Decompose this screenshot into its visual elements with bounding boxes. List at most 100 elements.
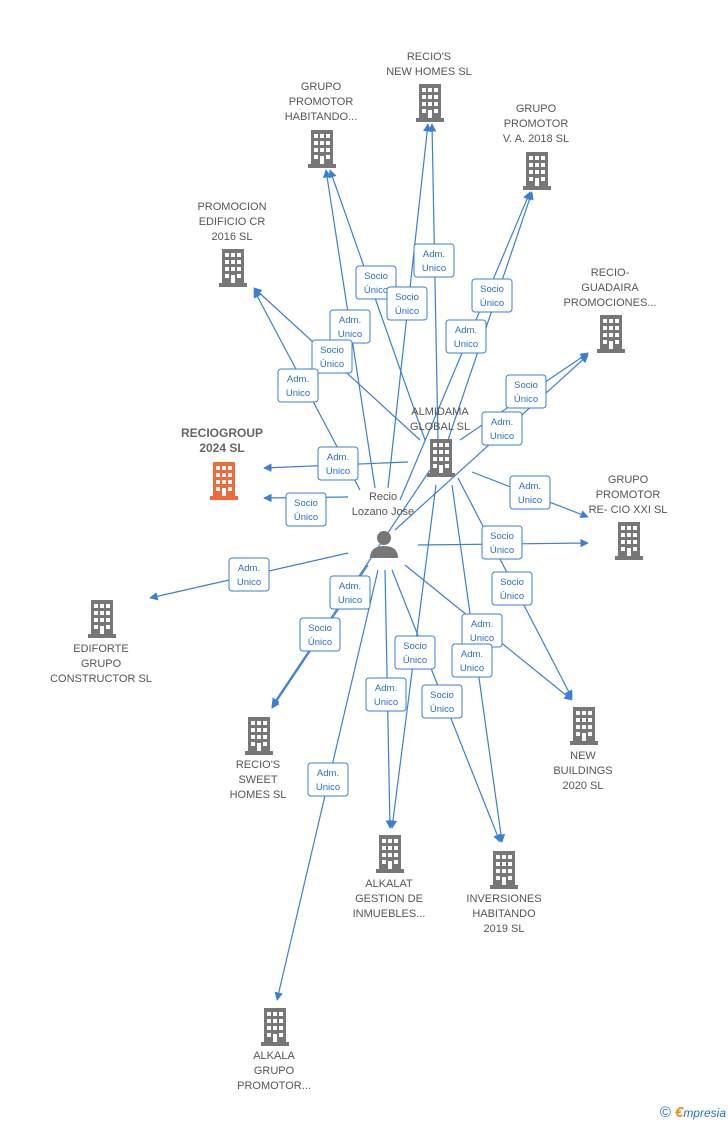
relation-label-text: Socio <box>320 345 344 356</box>
building-icon <box>570 707 598 745</box>
relation-label[interactable]: Adm.Unico <box>509 475 551 510</box>
company-name-line: SWEET <box>238 774 277 786</box>
company-name-line: INMUEBLES... <box>353 908 426 920</box>
relation-label-text: Unico <box>460 663 484 674</box>
relation-label-text: Unico <box>454 339 478 350</box>
relation-label[interactable]: Adm. Unico <box>317 446 359 481</box>
company-name-line: NEW <box>570 750 596 762</box>
relation-label-box <box>285 492 327 527</box>
relation-label-text: Adm. <box>339 581 361 592</box>
relation-label-text: Socio <box>294 498 318 509</box>
company-name-line: GLOBAL SL <box>410 421 470 433</box>
company-name-line: PROMOCION <box>197 201 266 213</box>
company-name-line: PROMOTOR <box>596 489 661 501</box>
relation-label-box <box>445 319 487 354</box>
relation-label[interactable]: Adm.Unico <box>228 557 270 592</box>
relation-label-text: Unico <box>338 329 362 340</box>
company-node-alkalat[interactable]: ALKALAT GESTION DE INMUEBLES... <box>353 835 426 920</box>
company-node-almidama[interactable]: ALMIDAMA GLOBAL SL <box>410 406 470 477</box>
relation-label-text: Único <box>364 285 388 296</box>
relation-label-text: Adm. <box>423 249 445 260</box>
empresia-credit[interactable]: ©€mpresia <box>660 1104 726 1121</box>
company-name-line: ALMIDAMA <box>411 406 469 418</box>
company-name-line: GRUPO <box>301 81 342 93</box>
edge-arrow <box>427 123 439 441</box>
company-name-line: GUADAIRA <box>581 282 639 294</box>
relation-label-box <box>228 557 270 592</box>
relation-label[interactable]: Adm.Unico <box>329 575 371 610</box>
company-name-line: PROMOTOR <box>289 96 354 108</box>
relation-label-text: Unico <box>286 388 310 399</box>
building-icon <box>376 835 404 873</box>
relation-label-text: Adm. <box>461 649 483 660</box>
relation-label-text: Adm. <box>375 683 397 694</box>
copyright-symbol: © <box>659 1104 671 1121</box>
edges <box>149 123 589 1001</box>
relation-label[interactable]: Adm.Unico <box>365 677 407 712</box>
relation-label-text: Socio <box>490 531 514 542</box>
company-name-line: GESTION DE <box>355 893 423 905</box>
relation-label[interactable]: Adm. Unico <box>413 243 455 278</box>
brand-logo-letter: € <box>674 1104 684 1121</box>
relation-label-text: Unico <box>326 466 350 477</box>
relation-label-box <box>491 571 533 606</box>
relation-label-text: Socio <box>395 292 419 303</box>
company-name-line: RECIO- <box>591 267 630 279</box>
relation-label[interactable]: Adm. Unico <box>451 643 493 678</box>
company-name-line: ALKALAT <box>365 878 413 890</box>
relation-label-text: Adm. <box>238 563 260 574</box>
relation-label-text: Adm. <box>327 452 349 463</box>
relation-label-text: Adm. <box>471 619 493 630</box>
company-name-line: GRUPO <box>81 658 122 670</box>
relation-label[interactable]: Adm.Unico <box>481 411 523 446</box>
company-node-grupo-habitando[interactable]: GRUPOPROMOTORHABITANDO... <box>285 81 358 168</box>
building-icon <box>416 84 444 122</box>
relation-label-text: Único <box>294 512 318 523</box>
relation-label[interactable]: Adm.Unico <box>445 319 487 354</box>
relation-label-box <box>329 575 371 610</box>
relation-label[interactable]: Adm.Unico <box>277 368 319 403</box>
relation-label[interactable]: Adm.Unico <box>461 613 503 648</box>
company-name-line: V. A. 2018 SL <box>503 133 569 145</box>
company-node-recio-guadaira[interactable]: RECIO-GUADAIRAPROMOCIONES... <box>564 267 657 353</box>
relation-label[interactable]: Adm.Unico <box>329 309 371 344</box>
relation-label-text: Unico <box>422 263 446 274</box>
building-icon <box>615 522 643 560</box>
relation-label-text: Único <box>403 655 427 666</box>
edge-arrow <box>447 191 534 441</box>
company-node-alkala[interactable]: ALKALAGRUPOPROMOTOR... <box>237 1008 311 1092</box>
relation-label-text: Único <box>490 545 514 556</box>
relation-label-box <box>509 475 551 510</box>
relation-label-text: Socio <box>500 577 524 588</box>
company-name-line: RECIOGROUP <box>181 426 263 440</box>
building-icon <box>88 600 116 638</box>
relation-label-box <box>386 286 428 321</box>
building-icon <box>245 717 273 755</box>
relation-label[interactable]: Adm.Unico <box>307 762 349 797</box>
company-name-line: PROMOTOR <box>504 118 569 130</box>
relation-label-text: Socio <box>430 690 454 701</box>
company-name-line: BUILDINGS <box>553 765 612 777</box>
